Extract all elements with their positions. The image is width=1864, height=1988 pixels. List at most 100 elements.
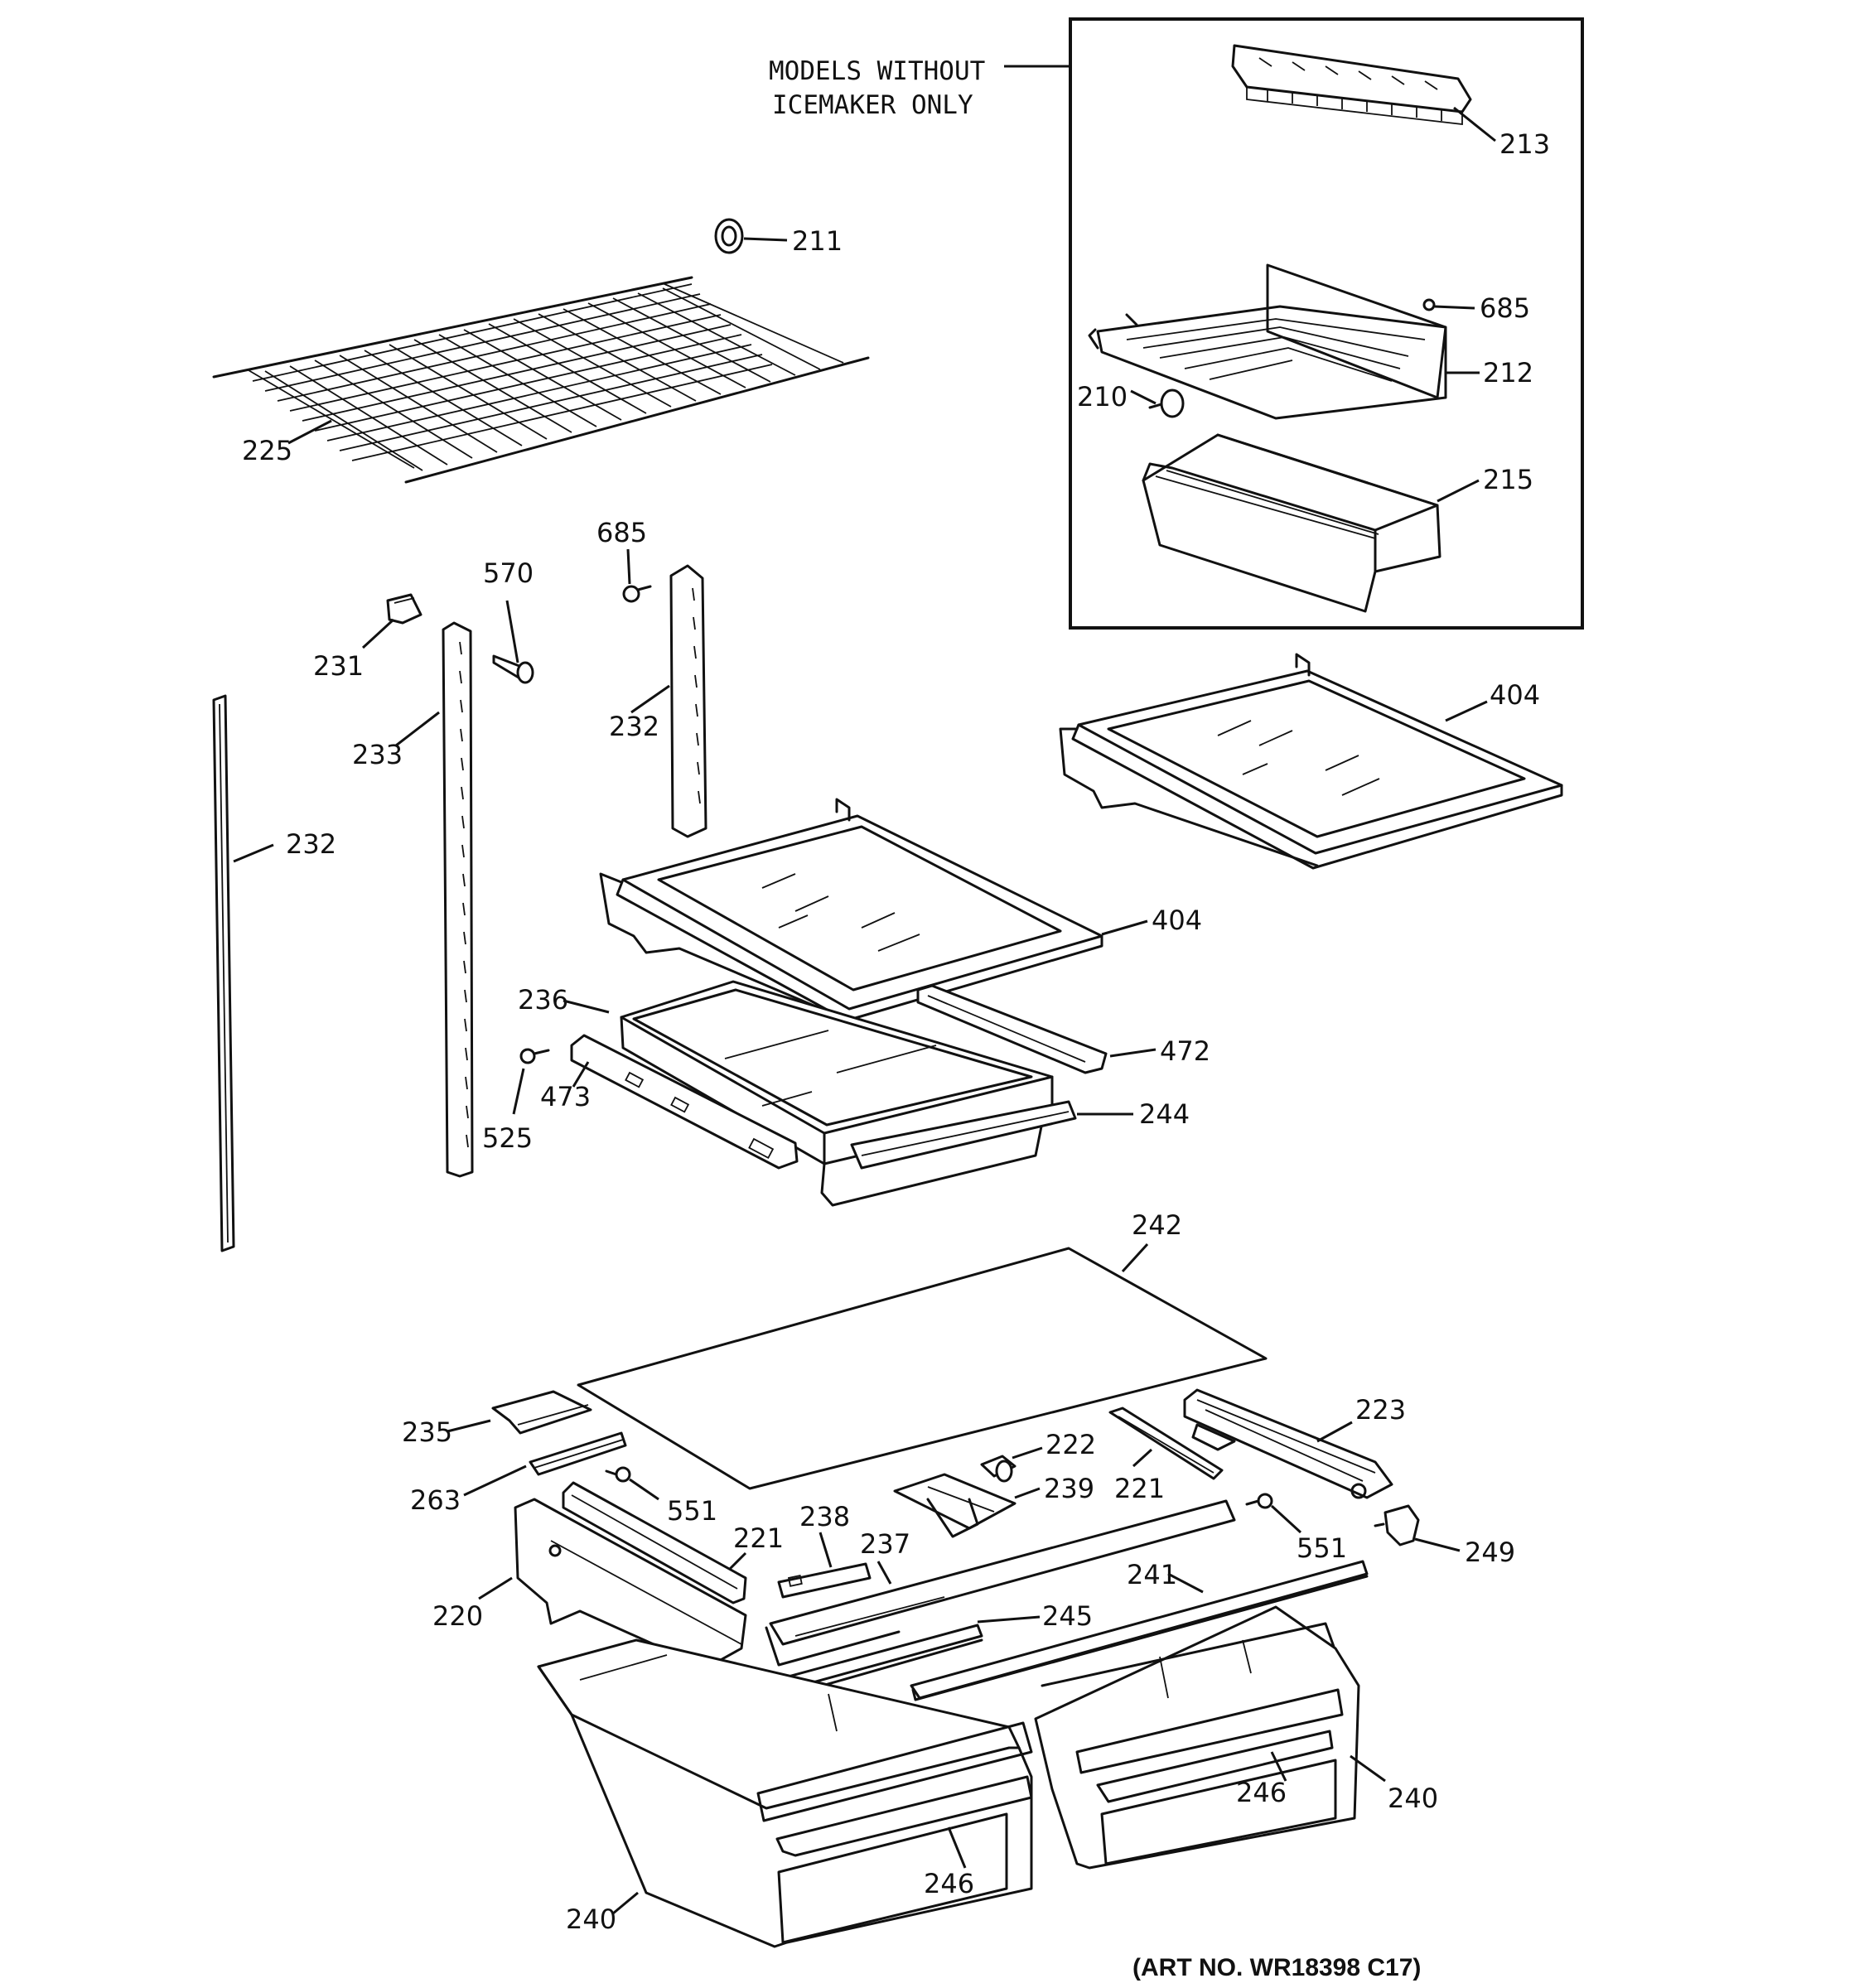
callout-212: 212 xyxy=(1483,357,1533,388)
callout-570: 570 xyxy=(483,557,534,589)
callout-263: 263 xyxy=(410,1484,461,1516)
leader-242 xyxy=(1121,1242,1149,1273)
leader-223 xyxy=(1316,1421,1353,1443)
ice-rack xyxy=(1088,263,1447,420)
callout-404-middle: 404 xyxy=(1152,905,1202,936)
callout-525: 525 xyxy=(482,1122,533,1154)
rail-232-right xyxy=(669,564,707,838)
callout-213: 213 xyxy=(1499,128,1550,160)
callout-215: 215 xyxy=(1483,464,1533,495)
leader-221-left xyxy=(727,1551,747,1571)
bracket-239 xyxy=(893,1473,1017,1538)
slide-assembly-223 xyxy=(1183,1388,1393,1499)
callout-237: 237 xyxy=(860,1528,910,1560)
callout-220: 220 xyxy=(432,1600,483,1632)
latch-249 xyxy=(1374,1504,1420,1546)
leader-472 xyxy=(1109,1048,1157,1058)
screw-551-right xyxy=(1245,1493,1273,1509)
leader-570 xyxy=(505,600,519,663)
leader-245 xyxy=(977,1615,1041,1624)
callout-210: 210 xyxy=(1077,381,1128,413)
glass-cover-242 xyxy=(577,1247,1268,1490)
clip-231 xyxy=(386,593,423,625)
ice-bucket xyxy=(1142,433,1441,613)
leader-215 xyxy=(1437,479,1480,503)
channel-263 xyxy=(529,1431,627,1476)
rail-221-right xyxy=(1108,1407,1224,1480)
leader-222 xyxy=(1012,1446,1043,1460)
leader-225 xyxy=(287,419,332,445)
leader-240-right xyxy=(1350,1754,1386,1783)
leader-246-right xyxy=(1270,1751,1287,1782)
callout-238: 238 xyxy=(799,1501,850,1532)
crisper-drawer-right xyxy=(1034,1605,1360,1870)
leader-210 xyxy=(1130,389,1157,405)
leader-241 xyxy=(1167,1572,1204,1594)
callout-473: 473 xyxy=(540,1081,591,1112)
callout-241: 241 xyxy=(1127,1559,1177,1590)
callout-221-left: 221 xyxy=(733,1522,784,1554)
callout-232-left: 232 xyxy=(286,828,336,860)
leader-551-right xyxy=(1270,1504,1302,1534)
callout-235: 235 xyxy=(402,1416,452,1448)
roller-222 xyxy=(980,1455,1017,1483)
rail-241 xyxy=(910,1560,1369,1701)
leader-525 xyxy=(512,1068,525,1115)
leader-685-inset xyxy=(1434,305,1475,310)
screw-685 xyxy=(622,585,652,603)
leader-231 xyxy=(361,618,395,649)
leader-263 xyxy=(463,1464,527,1497)
callout-249: 249 xyxy=(1465,1537,1515,1568)
callout-404-right: 404 xyxy=(1490,679,1540,711)
callout-242: 242 xyxy=(1132,1209,1182,1241)
callout-685-inset: 685 xyxy=(1480,292,1530,324)
callout-231: 231 xyxy=(313,650,364,682)
bracket-235 xyxy=(491,1390,592,1435)
crisper-drawer-left xyxy=(537,1638,1033,1948)
glass-shelf-middle xyxy=(599,798,1103,1022)
strip-237 xyxy=(765,1499,1236,1667)
rail-232-left xyxy=(212,694,235,1252)
callout-240-left: 240 xyxy=(566,1904,616,1935)
grommet-211 xyxy=(714,218,744,254)
leader-213 xyxy=(1453,106,1496,142)
leader-238 xyxy=(819,1532,833,1568)
callout-685: 685 xyxy=(596,517,647,548)
leader-211 xyxy=(743,237,788,242)
art-number: (ART NO. WR18398 C17) xyxy=(1132,1954,1421,1981)
leader-249 xyxy=(1414,1537,1461,1552)
wire-shelf xyxy=(212,276,870,484)
callout-239: 239 xyxy=(1044,1473,1094,1504)
leader-237 xyxy=(876,1561,892,1585)
leader-232-left xyxy=(233,843,274,863)
inset-note-line1: MODELS WITHOUT xyxy=(769,56,985,86)
glass-shelf-right xyxy=(1059,653,1563,870)
callout-240-right: 240 xyxy=(1388,1783,1438,1814)
pan-handle-244 xyxy=(850,1100,1077,1170)
callout-551-right: 551 xyxy=(1297,1532,1347,1564)
leader-239 xyxy=(1014,1487,1041,1499)
callout-232-right: 232 xyxy=(609,711,659,742)
leader-232-right xyxy=(630,684,670,714)
callout-211: 211 xyxy=(792,225,843,257)
leader-236 xyxy=(563,999,610,1014)
ice-tray xyxy=(1231,44,1472,126)
screw-525 xyxy=(519,1048,550,1064)
icemaker-inset-box xyxy=(1069,17,1584,630)
slide-rail-473 xyxy=(570,1034,799,1170)
callout-246-left: 246 xyxy=(924,1868,974,1899)
leader-404-right xyxy=(1445,700,1488,722)
callout-225: 225 xyxy=(242,435,292,466)
callout-551-left: 551 xyxy=(667,1495,717,1527)
callout-221-right: 221 xyxy=(1114,1473,1165,1504)
leader-221-right xyxy=(1132,1448,1153,1468)
callout-245: 245 xyxy=(1042,1600,1093,1632)
callout-236: 236 xyxy=(518,984,568,1016)
callout-244: 244 xyxy=(1139,1098,1190,1130)
leader-473 xyxy=(572,1061,590,1088)
leader-220 xyxy=(478,1576,513,1600)
callout-233: 233 xyxy=(352,739,403,770)
callout-472: 472 xyxy=(1160,1035,1210,1067)
leader-685 xyxy=(626,548,631,585)
clip-685-inset xyxy=(1422,298,1436,311)
